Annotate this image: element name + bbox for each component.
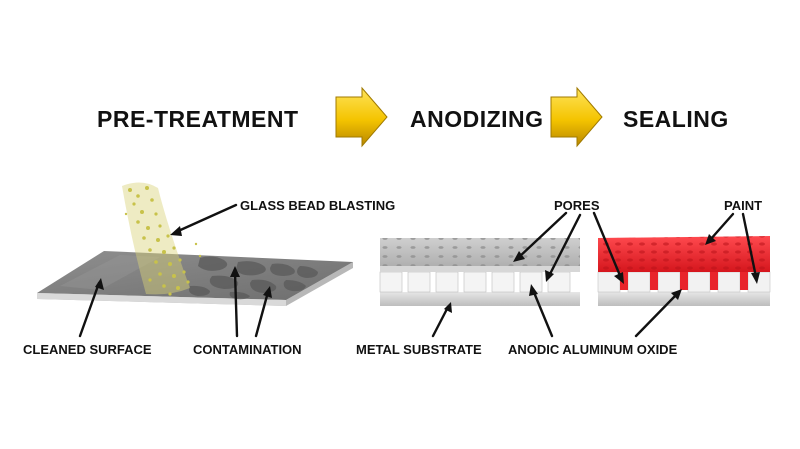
pointer-anodic-oxide-2 xyxy=(634,292,679,338)
pointer-glass-bead xyxy=(174,203,238,234)
pointer-pores-1-head xyxy=(513,251,525,262)
label-contamination: CONTAMINATION xyxy=(193,342,302,357)
pointer-anodic-oxide-1-head xyxy=(529,284,538,296)
pointer-cleaned-surface xyxy=(78,281,101,338)
pointer-anodic-oxide-2-head xyxy=(671,289,682,300)
pointer-contamination-1-head xyxy=(230,266,240,277)
pointer-paint-2-head xyxy=(751,272,760,284)
pointer-pores-3 xyxy=(592,211,623,280)
pointer-glass-bead-head xyxy=(170,226,182,236)
step-title-pre-treatment: PRE-TREATMENT xyxy=(97,106,299,132)
pointer-paint-1 xyxy=(708,212,735,242)
arrow-icon-1 xyxy=(335,86,388,148)
pointer-contamination-2-head xyxy=(263,286,272,298)
label-anodic-aluminum-oxide: ANODIC ALUMINUM OXIDE xyxy=(508,342,678,357)
pointer-pores-2-head xyxy=(545,270,554,282)
label-metal-substrate: METAL SUBSTRATE xyxy=(356,342,482,357)
step-title-anodizing: ANODIZING xyxy=(410,106,544,132)
pointer-paint-2 xyxy=(741,212,758,279)
pointer-paint-1-head xyxy=(705,234,716,245)
pointer-pores-2 xyxy=(547,213,582,278)
pointer-metal-substrate-head xyxy=(444,302,452,313)
label-pores: PORES xyxy=(554,198,600,213)
pointer-anodic-oxide-1 xyxy=(531,288,554,338)
bead-stream-illustration xyxy=(122,182,202,296)
cleaned-plate-illustration xyxy=(37,251,353,306)
label-cleaned-surface: CLEANED SURFACE xyxy=(23,342,152,357)
pointer-pores-1 xyxy=(516,211,568,260)
pointer-pores-3-head xyxy=(614,272,624,284)
pointer-cleaned-surface-head xyxy=(95,278,104,290)
pointer-contamination-2 xyxy=(254,290,270,338)
arrow-icon-2 xyxy=(550,86,603,148)
pointer-metal-substrate xyxy=(431,305,450,338)
sealed-block-illustration xyxy=(597,236,771,306)
label-glass-bead-blasting: GLASS BEAD BLASTING xyxy=(240,198,396,213)
label-paint: PAINT xyxy=(724,198,763,213)
pointer-contamination-1 xyxy=(233,270,239,338)
step-title-sealing: SEALING xyxy=(623,106,729,132)
